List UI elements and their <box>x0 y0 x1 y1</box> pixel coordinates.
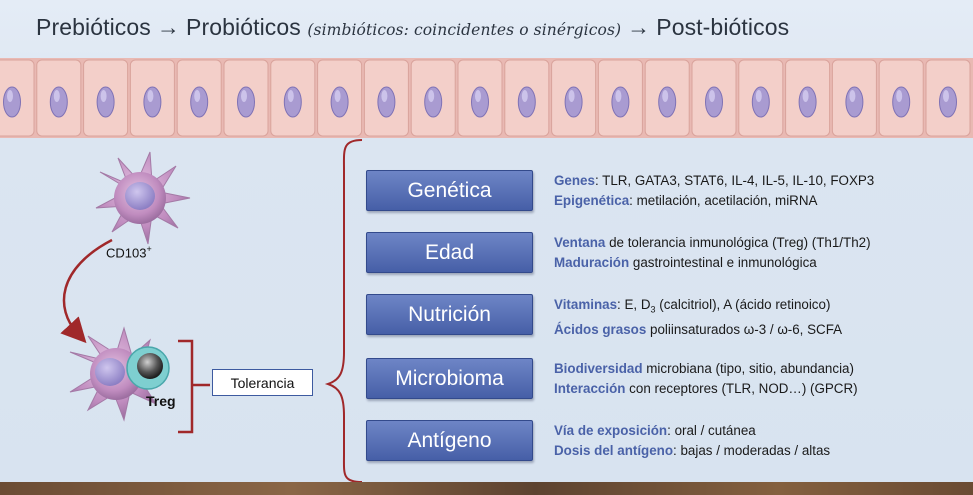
page-title: Prebióticos→Probióticos (simbióticos: co… <box>36 14 789 41</box>
factor-box-edad: Edad <box>366 232 533 273</box>
epithelial-cell-icon <box>457 59 503 137</box>
genetica-description: Genes: TLR, GATA3, STAT6, IL-4, IL-5, IL… <box>554 173 875 208</box>
epithelial-cell-icon <box>129 59 175 137</box>
epithelial-cell-icon <box>317 59 363 137</box>
epithelial-cell-icon <box>0 59 35 137</box>
epithelial-cell-icon <box>36 59 82 137</box>
title-arrow-1: → <box>156 14 180 40</box>
epithelial-cell-icon <box>925 59 971 137</box>
epithelial-cell-icon <box>785 59 831 137</box>
title-arrow-2: → <box>627 14 651 40</box>
nutricion-description: Vitaminas: E, D3 (calcitriol), A (ácido … <box>554 297 843 337</box>
factor-box-antigeno: Antígeno <box>366 420 533 461</box>
microbioma-description: Biodiversidad microbiana (tipo, sitio, a… <box>554 361 858 396</box>
factor-box-microbioma: Microbioma <box>366 358 533 399</box>
antigeno-description: Vía de exposición: oral / cutánea Dosis … <box>554 423 831 458</box>
title-probioticos: Probióticos <box>186 14 301 40</box>
epithelial-cell-icon <box>878 59 924 137</box>
epithelial-cell-icon <box>597 59 643 137</box>
edad-description: Ventana de tolerancia inmunológica (Treg… <box>554 235 871 270</box>
bottom-wood-bar <box>0 482 973 495</box>
factor-box-nutricion: Nutrición <box>366 294 533 335</box>
factors-brace <box>324 139 363 483</box>
epithelial-cell-icon <box>551 59 597 137</box>
tolerance-box: Tolerancia <box>212 369 313 396</box>
epithelial-cell-icon <box>504 59 550 137</box>
epithelial-cell-icon <box>363 59 409 137</box>
migration-arrow-icon <box>60 238 113 344</box>
epithelial-cell-icon <box>831 59 877 137</box>
treg-bracket <box>178 339 210 434</box>
title-prebioticos: Prebióticos <box>36 14 151 40</box>
epithelium-layer <box>0 58 973 138</box>
dendritic-cell-icon <box>95 151 191 245</box>
epithelial-cell-icon <box>83 59 129 137</box>
epithelial-cell-icon <box>270 59 316 137</box>
treg-label: Treg <box>146 393 176 409</box>
title-postbioticos: Post-bióticos <box>656 14 790 40</box>
epithelial-cell-icon <box>223 59 269 137</box>
epithelial-cell-icon <box>738 59 784 137</box>
treg-cell-icon <box>126 346 170 390</box>
factor-box-genetica: Genética <box>366 170 533 211</box>
cd103-label: CD103+ <box>106 244 152 261</box>
epithelial-cell-icon <box>176 59 222 137</box>
epithelial-cell-icon <box>410 59 456 137</box>
epithelial-cell-icon <box>691 59 737 137</box>
title-subtitle: (simbióticos: coincidentes o sinérgicos) <box>307 21 622 39</box>
epithelial-cell-icon <box>644 59 690 137</box>
